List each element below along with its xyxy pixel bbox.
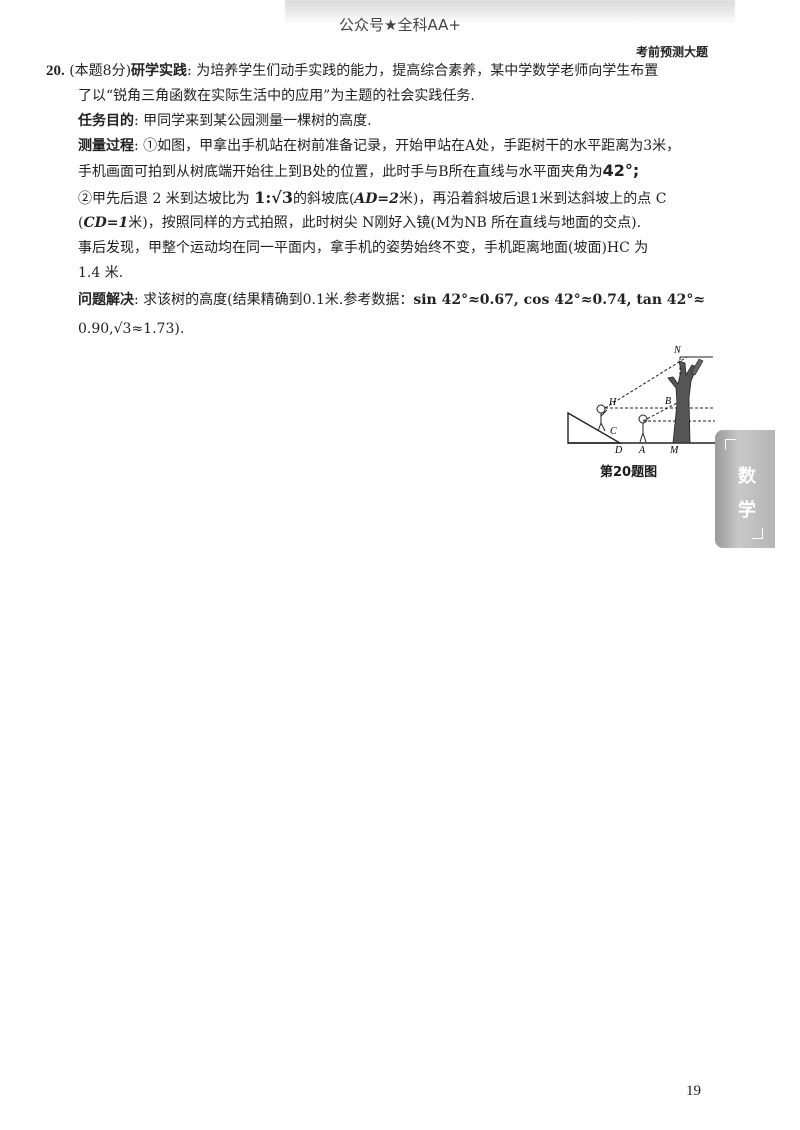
subject-label: 数学	[738, 466, 756, 521]
task-text: : 甲同学来到某公园测量一棵树的高度.	[134, 113, 372, 129]
process-line-1: 测量过程: ①如图，甲拿出手机站在树前准备记录，开始甲站在A处，手距树干的水平距…	[78, 137, 680, 155]
figure-caption: 第20题图	[600, 465, 658, 480]
solve-line-2: 0.90,√3≈1.73).	[78, 321, 185, 337]
fact-line-2: 1.4 米.	[78, 265, 124, 281]
step-3-line: (CD=1米)，按照同样的方式拍照，此时树尖 N刚好入镜(M为NB 所在直线与地…	[78, 215, 642, 231]
cd-length: CD=1	[83, 215, 129, 231]
person-a-head	[638, 414, 648, 424]
label-d: D	[614, 445, 623, 453]
question-topic: 研学实践	[131, 63, 188, 79]
subject-side-tab: 数学	[715, 430, 775, 548]
solve-label: 问题解决	[78, 292, 134, 308]
slope-ratio: 1:√3	[254, 188, 293, 207]
person-c-arm	[600, 409, 608, 417]
tab-bracket-bottom	[752, 528, 763, 539]
tree-measurement-figure: N H B C D A M	[567, 345, 725, 453]
tree-shape	[667, 360, 698, 444]
question-line-2: 了以“锐角三角函数在实际生活中的应用”为主题的社会实践任务.	[78, 88, 475, 104]
question-intro-text: : 为培养学生们动手实践的能力，提高综合素养，某中学数学老师向学生布置	[187, 63, 659, 79]
person-c-leg-left	[597, 422, 602, 432]
process-line-2: 手机画面可拍到从树底端开始往上到B处的位置，此时手与B所在直线与水平面夹角为42…	[78, 162, 639, 181]
sight-line-hn	[604, 356, 688, 409]
header-shadow-band	[285, 0, 735, 24]
label-m: M	[669, 445, 679, 453]
page-number: 19	[686, 1083, 701, 1099]
angle-value: 42°;	[602, 161, 640, 180]
label-a: A	[638, 445, 646, 453]
watermark-text: 公众号★全科AA+	[339, 16, 461, 34]
label-h: H	[608, 397, 617, 408]
person-c-leg-right	[600, 422, 606, 432]
process-text-2: 手机画面可拍到从树底端开始往上到B处的位置，此时手与B所在直线与水平面夹角为	[78, 164, 603, 180]
step-2-line: ②甲先后退 2 米到达坡比为 1:√3的斜坡底(AD=2米)，再沿着斜坡后退1米…	[78, 188, 667, 208]
label-b: B	[665, 396, 671, 407]
sight-line-b	[642, 402, 678, 422]
person-a-leg-right	[642, 432, 647, 443]
section-label: 考前预测大题	[635, 45, 708, 59]
tab-bracket-top	[725, 439, 736, 450]
person-c-head	[596, 404, 606, 414]
fact-line-1: 事后发现，甲整个运动均在同一平面内，拿手机的姿势始终不变，手机距离地面(坡面)H…	[78, 240, 649, 256]
label-c: C	[610, 426, 617, 437]
question-line-1: 20. (本题8分)研学实践: 为培养学生们动手实践的能力，提高综合素养，某中学…	[46, 62, 658, 80]
question-number: 20.	[46, 63, 65, 79]
task-label: 任务目的	[78, 113, 134, 129]
process-text-1: : ①如图，甲拿出手机站在树前准备记录，开始甲站在A处，手距树干的水平距离为3米…	[134, 138, 681, 154]
ad-length: AD=2	[354, 191, 399, 207]
task-line: 任务目的: 甲同学来到某公园测量一棵树的高度.	[78, 112, 372, 130]
person-a-leg-left	[639, 432, 644, 443]
process-label: 测量过程	[78, 138, 134, 154]
solve-line-1: 问题解决: 求该树的高度(结果精确到0.1米.参考数据：sin 42°≈0.67…	[78, 292, 706, 308]
reference-data: sin 42°≈0.67, cos 42°≈0.74, tan 42°≈	[413, 292, 706, 308]
label-n: N	[673, 345, 682, 356]
question-points: (本题8分)	[69, 63, 132, 79]
tree-branch	[690, 358, 704, 376]
